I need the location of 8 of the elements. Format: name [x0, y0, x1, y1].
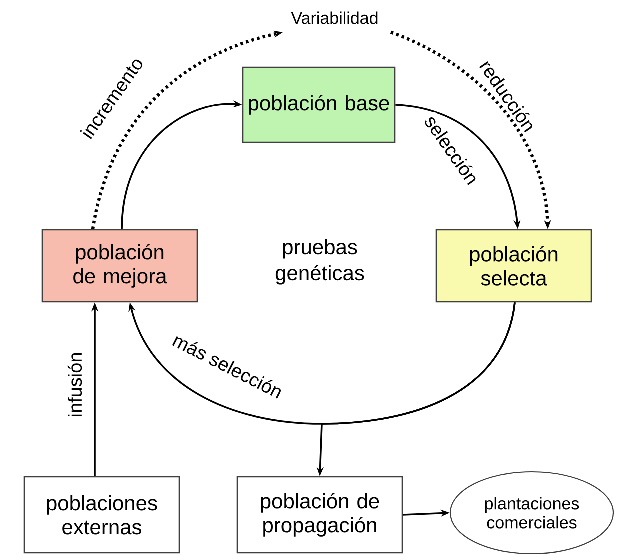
population-box: población de propagación: [236, 476, 404, 554]
heading-text: Variabilidad: [291, 12, 378, 24]
population-box: población base: [242, 66, 396, 144]
edge-label: infusión: [66, 351, 84, 419]
center-text: pruebas genéticas: [276, 239, 364, 285]
population-box: población selecta: [436, 229, 592, 303]
population-box: poblaciones externas: [24, 476, 180, 554]
population-box: población de mejora: [42, 229, 198, 303]
